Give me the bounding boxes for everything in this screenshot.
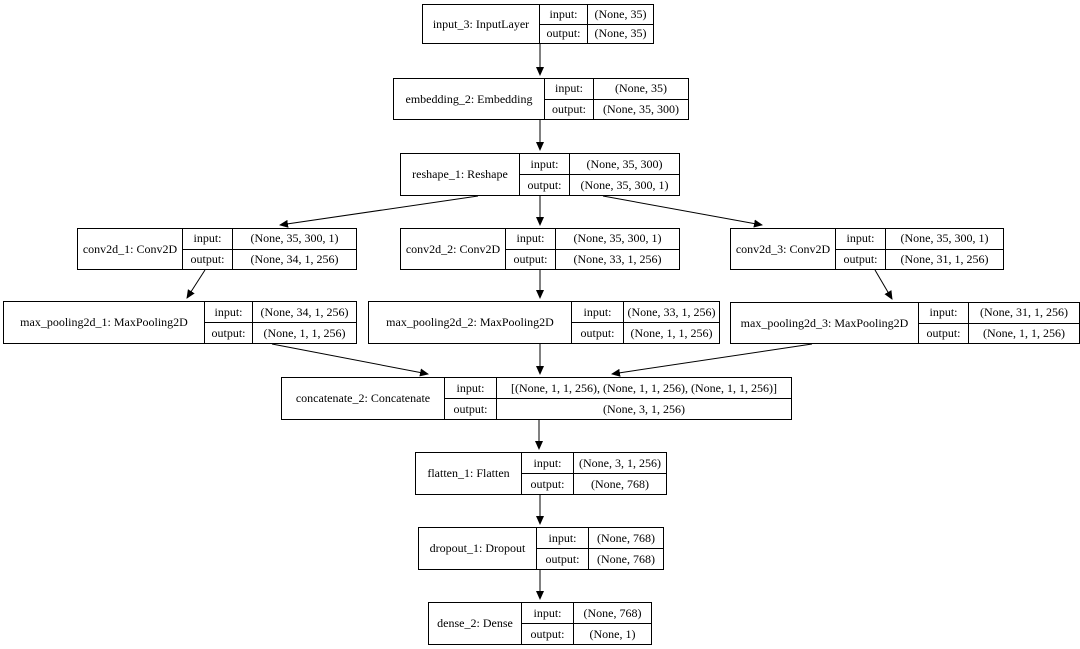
input-shape: (None, 34, 1, 256) xyxy=(260,304,349,319)
input-shape: [(None, 1, 1, 256), (None, 1, 1, 256), (… xyxy=(511,380,777,395)
output-row-label: output: xyxy=(836,248,885,270)
output-shape: (None, 768) xyxy=(574,473,666,494)
edge-reshape_1-to-conv2d_3 xyxy=(602,195,763,228)
layer-name: dropout_1: Dropout xyxy=(429,541,526,555)
input-row-label: input: xyxy=(533,605,562,620)
output-row-label: output: xyxy=(522,623,573,644)
input-shape: (None, 35, 300, 1) xyxy=(573,231,662,246)
layer-name: flatten_1: Flatten xyxy=(427,466,510,480)
layer-node-concatenate_2: concatenate_2: Concatenate input: output… xyxy=(281,377,792,420)
input-row-label: input: xyxy=(533,455,562,470)
layer-node-conv2d_1: conv2d_1: Conv2D input: output: (None, 3… xyxy=(77,228,357,270)
layer-name: conv2d_2: Conv2D xyxy=(405,241,501,256)
output-shape: (None, 33, 1, 256) xyxy=(556,248,679,270)
layer-name: reshape_1: Reshape xyxy=(412,167,508,181)
output-row-label: output: xyxy=(522,473,573,494)
output-row-label: output: xyxy=(506,248,555,270)
layer-node-embedding_2: embedding_2: Embedding input: output: (N… xyxy=(393,78,689,120)
output-row-label: output: xyxy=(183,248,232,270)
layer-node-max_pooling2d_2: max_pooling2d_2: MaxPooling2D input: out… xyxy=(368,301,720,344)
layer-node-dropout_1: dropout_1: Dropout input: output: (None,… xyxy=(418,527,664,570)
output-row-label: output: xyxy=(537,548,588,569)
layer-node-dense_2: dense_2: Dense input: output: (None, 768… xyxy=(428,602,652,645)
output-shape: (None, 1, 1, 256) xyxy=(624,322,719,343)
input-shape: (None, 35, 300) xyxy=(586,156,663,171)
layer-node-max_pooling2d_1: max_pooling2d_1: MaxPooling2D input: out… xyxy=(3,301,357,344)
layer-name: concatenate_2: Concatenate xyxy=(295,391,431,405)
output-shape: (None, 35) xyxy=(588,23,653,44)
input-shape: (None, 35) xyxy=(594,6,647,21)
output-row-label: output: xyxy=(545,98,593,120)
output-row-label: output: xyxy=(540,23,587,44)
input-shape: (None, 35) xyxy=(615,81,667,96)
input-row-label: input: xyxy=(554,81,583,96)
output-row-label: output: xyxy=(919,322,968,344)
input-row-label: input: xyxy=(516,231,545,246)
input-shape: (None, 35, 300, 1) xyxy=(900,231,989,246)
output-row-label: output: xyxy=(572,322,623,343)
edge-max_pooling2d_1-to-concatenate_2 xyxy=(271,343,429,377)
input-row-label: input: xyxy=(549,6,578,21)
layer-node-max_pooling2d_3: max_pooling2d_3: MaxPooling2D input: out… xyxy=(730,302,1080,344)
output-shape: (None, 1, 1, 256) xyxy=(969,322,1079,344)
input-shape: (None, 768) xyxy=(597,530,655,545)
layer-name: dense_2: Dense xyxy=(437,616,513,630)
layer-name: max_pooling2d_3: MaxPooling2D xyxy=(740,315,909,330)
input-shape: (None, 3, 1, 256) xyxy=(579,455,661,470)
layer-node-conv2d_2: conv2d_2: Conv2D input: output: (None, 3… xyxy=(400,228,680,270)
output-shape: (None, 34, 1, 256) xyxy=(233,248,356,270)
input-row-label: input: xyxy=(929,305,958,320)
layer-node-flatten_1: flatten_1: Flatten input: output: (None,… xyxy=(415,452,667,495)
input-row-label: input: xyxy=(530,156,559,171)
input-row-label: input: xyxy=(193,231,222,246)
output-shape: (None, 768) xyxy=(589,548,663,569)
input-row-label: input: xyxy=(846,231,875,246)
edge-conv2d_1-to-max_pooling2d_1 xyxy=(186,269,206,299)
output-shape: (None, 3, 1, 256) xyxy=(497,398,791,419)
input-row-label: input: xyxy=(456,380,485,395)
output-shape: (None, 35, 300, 1) xyxy=(570,174,679,195)
edge-conv2d_3-to-max_pooling2d_3 xyxy=(874,269,893,300)
input-shape: (None, 33, 1, 256) xyxy=(627,304,716,319)
layer-name: conv2d_1: Conv2D xyxy=(82,241,178,256)
layer-node-conv2d_3: conv2d_3: Conv2D input: output: (None, 3… xyxy=(730,228,1004,270)
edge-max_pooling2d_3-to-concatenate_2 xyxy=(611,343,813,377)
input-shape: (None, 35, 300, 1) xyxy=(250,231,339,246)
input-shape: (None, 768) xyxy=(583,605,642,620)
output-row-label: output: xyxy=(445,398,496,419)
output-row-label: output: xyxy=(205,322,252,343)
layer-node-reshape_1: reshape_1: Reshape input: output: (None,… xyxy=(400,153,680,196)
layer-name: input_3: InputLayer xyxy=(432,16,530,31)
layer-name: max_pooling2d_2: MaxPooling2D xyxy=(386,315,554,329)
layer-name: conv2d_3: Conv2D xyxy=(735,241,831,256)
output-shape: (None, 31, 1, 256) xyxy=(886,248,1003,270)
output-shape: (None, 1, 1, 256) xyxy=(253,322,356,343)
layer-node-input_3: input_3: InputLayer input: output: (None… xyxy=(422,4,654,44)
edge-reshape_1-to-conv2d_1 xyxy=(279,195,479,228)
input-shape: (None, 31, 1, 256) xyxy=(980,305,1068,320)
layer-name: max_pooling2d_1: MaxPooling2D xyxy=(20,315,188,329)
input-row-label: input: xyxy=(583,304,612,319)
output-row-label: output: xyxy=(520,174,569,195)
output-shape: (None, 35, 300) xyxy=(594,98,688,120)
output-shape: (None, 1) xyxy=(574,623,651,644)
input-row-label: input: xyxy=(548,530,577,545)
input-row-label: input: xyxy=(214,304,243,319)
layer-name: embedding_2: Embedding xyxy=(405,91,533,106)
